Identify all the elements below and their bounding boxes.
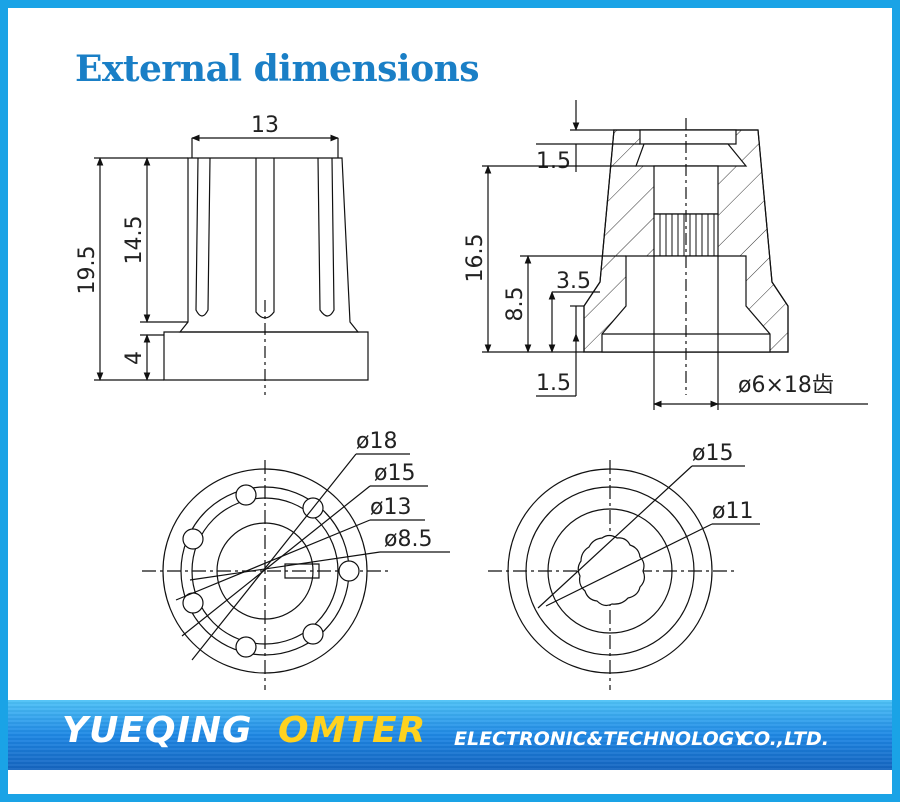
spline-lines xyxy=(660,214,714,256)
top-d13-label: ø13 xyxy=(370,495,411,520)
leader-d8-5 xyxy=(190,552,380,580)
leader-d15 xyxy=(538,466,692,608)
circle-d18 xyxy=(163,469,367,673)
inner-cavity-top xyxy=(636,144,746,166)
leader-d15 xyxy=(182,486,370,636)
leader-d11 xyxy=(546,524,712,606)
top-d8-5-label: ø8.5 xyxy=(384,527,432,552)
upper-height-label: 14.5 xyxy=(122,216,147,265)
total-height-label: 19.5 xyxy=(75,246,100,295)
section-height-label: 16.5 xyxy=(463,234,488,283)
leader-d13 xyxy=(176,520,370,600)
knob-base xyxy=(164,332,368,380)
rib xyxy=(196,158,210,316)
top-view: ø18 ø15 ø13 ø8.5 xyxy=(142,429,450,690)
company-suffix: CO.,LTD. xyxy=(740,728,830,750)
bottom-view: ø15 ø11 xyxy=(488,441,760,690)
circle-inner xyxy=(548,509,672,633)
inner-height-label: 8.5 xyxy=(503,287,528,322)
base-height-label: 4 xyxy=(122,351,147,365)
side-view: 13 19.5 14.5 4 xyxy=(75,113,368,395)
page-title: External dimensions xyxy=(75,48,480,90)
company-name: YUEQING xyxy=(62,710,253,751)
bottom-d11-label: ø11 xyxy=(712,499,753,524)
rib xyxy=(318,158,334,316)
circle-d13 xyxy=(192,498,338,644)
section-view: ø6×18齿 1.5 16.5 8.5 3.5 1.5 xyxy=(463,100,868,410)
top-offset-label: 1.5 xyxy=(536,149,571,174)
step-label: 3.5 xyxy=(556,269,591,294)
top-recess xyxy=(640,130,736,144)
circle-d11 xyxy=(526,487,694,655)
top-d15-label: ø15 xyxy=(374,461,415,486)
top-d18-label: ø18 xyxy=(356,429,397,454)
circle-d8-5 xyxy=(217,523,313,619)
company-tagline: ELECTRONIC&TECHNOLOGY xyxy=(454,728,748,750)
brand-name: OMTER xyxy=(278,710,427,751)
side-width-label: 13 xyxy=(251,113,279,138)
bottom-offset-label: 1.5 xyxy=(536,371,571,396)
company-banner xyxy=(8,700,892,770)
leader-d18 xyxy=(192,454,356,660)
spline-profile xyxy=(578,536,644,606)
section-outline xyxy=(584,130,788,352)
bottom-d15-label: ø15 xyxy=(692,441,733,466)
knob-upper-body xyxy=(180,158,358,332)
circle-d15 xyxy=(508,469,712,673)
rib xyxy=(256,158,274,318)
rib-tips xyxy=(183,485,359,657)
shaft-label: ø6×18齿 xyxy=(738,373,834,398)
